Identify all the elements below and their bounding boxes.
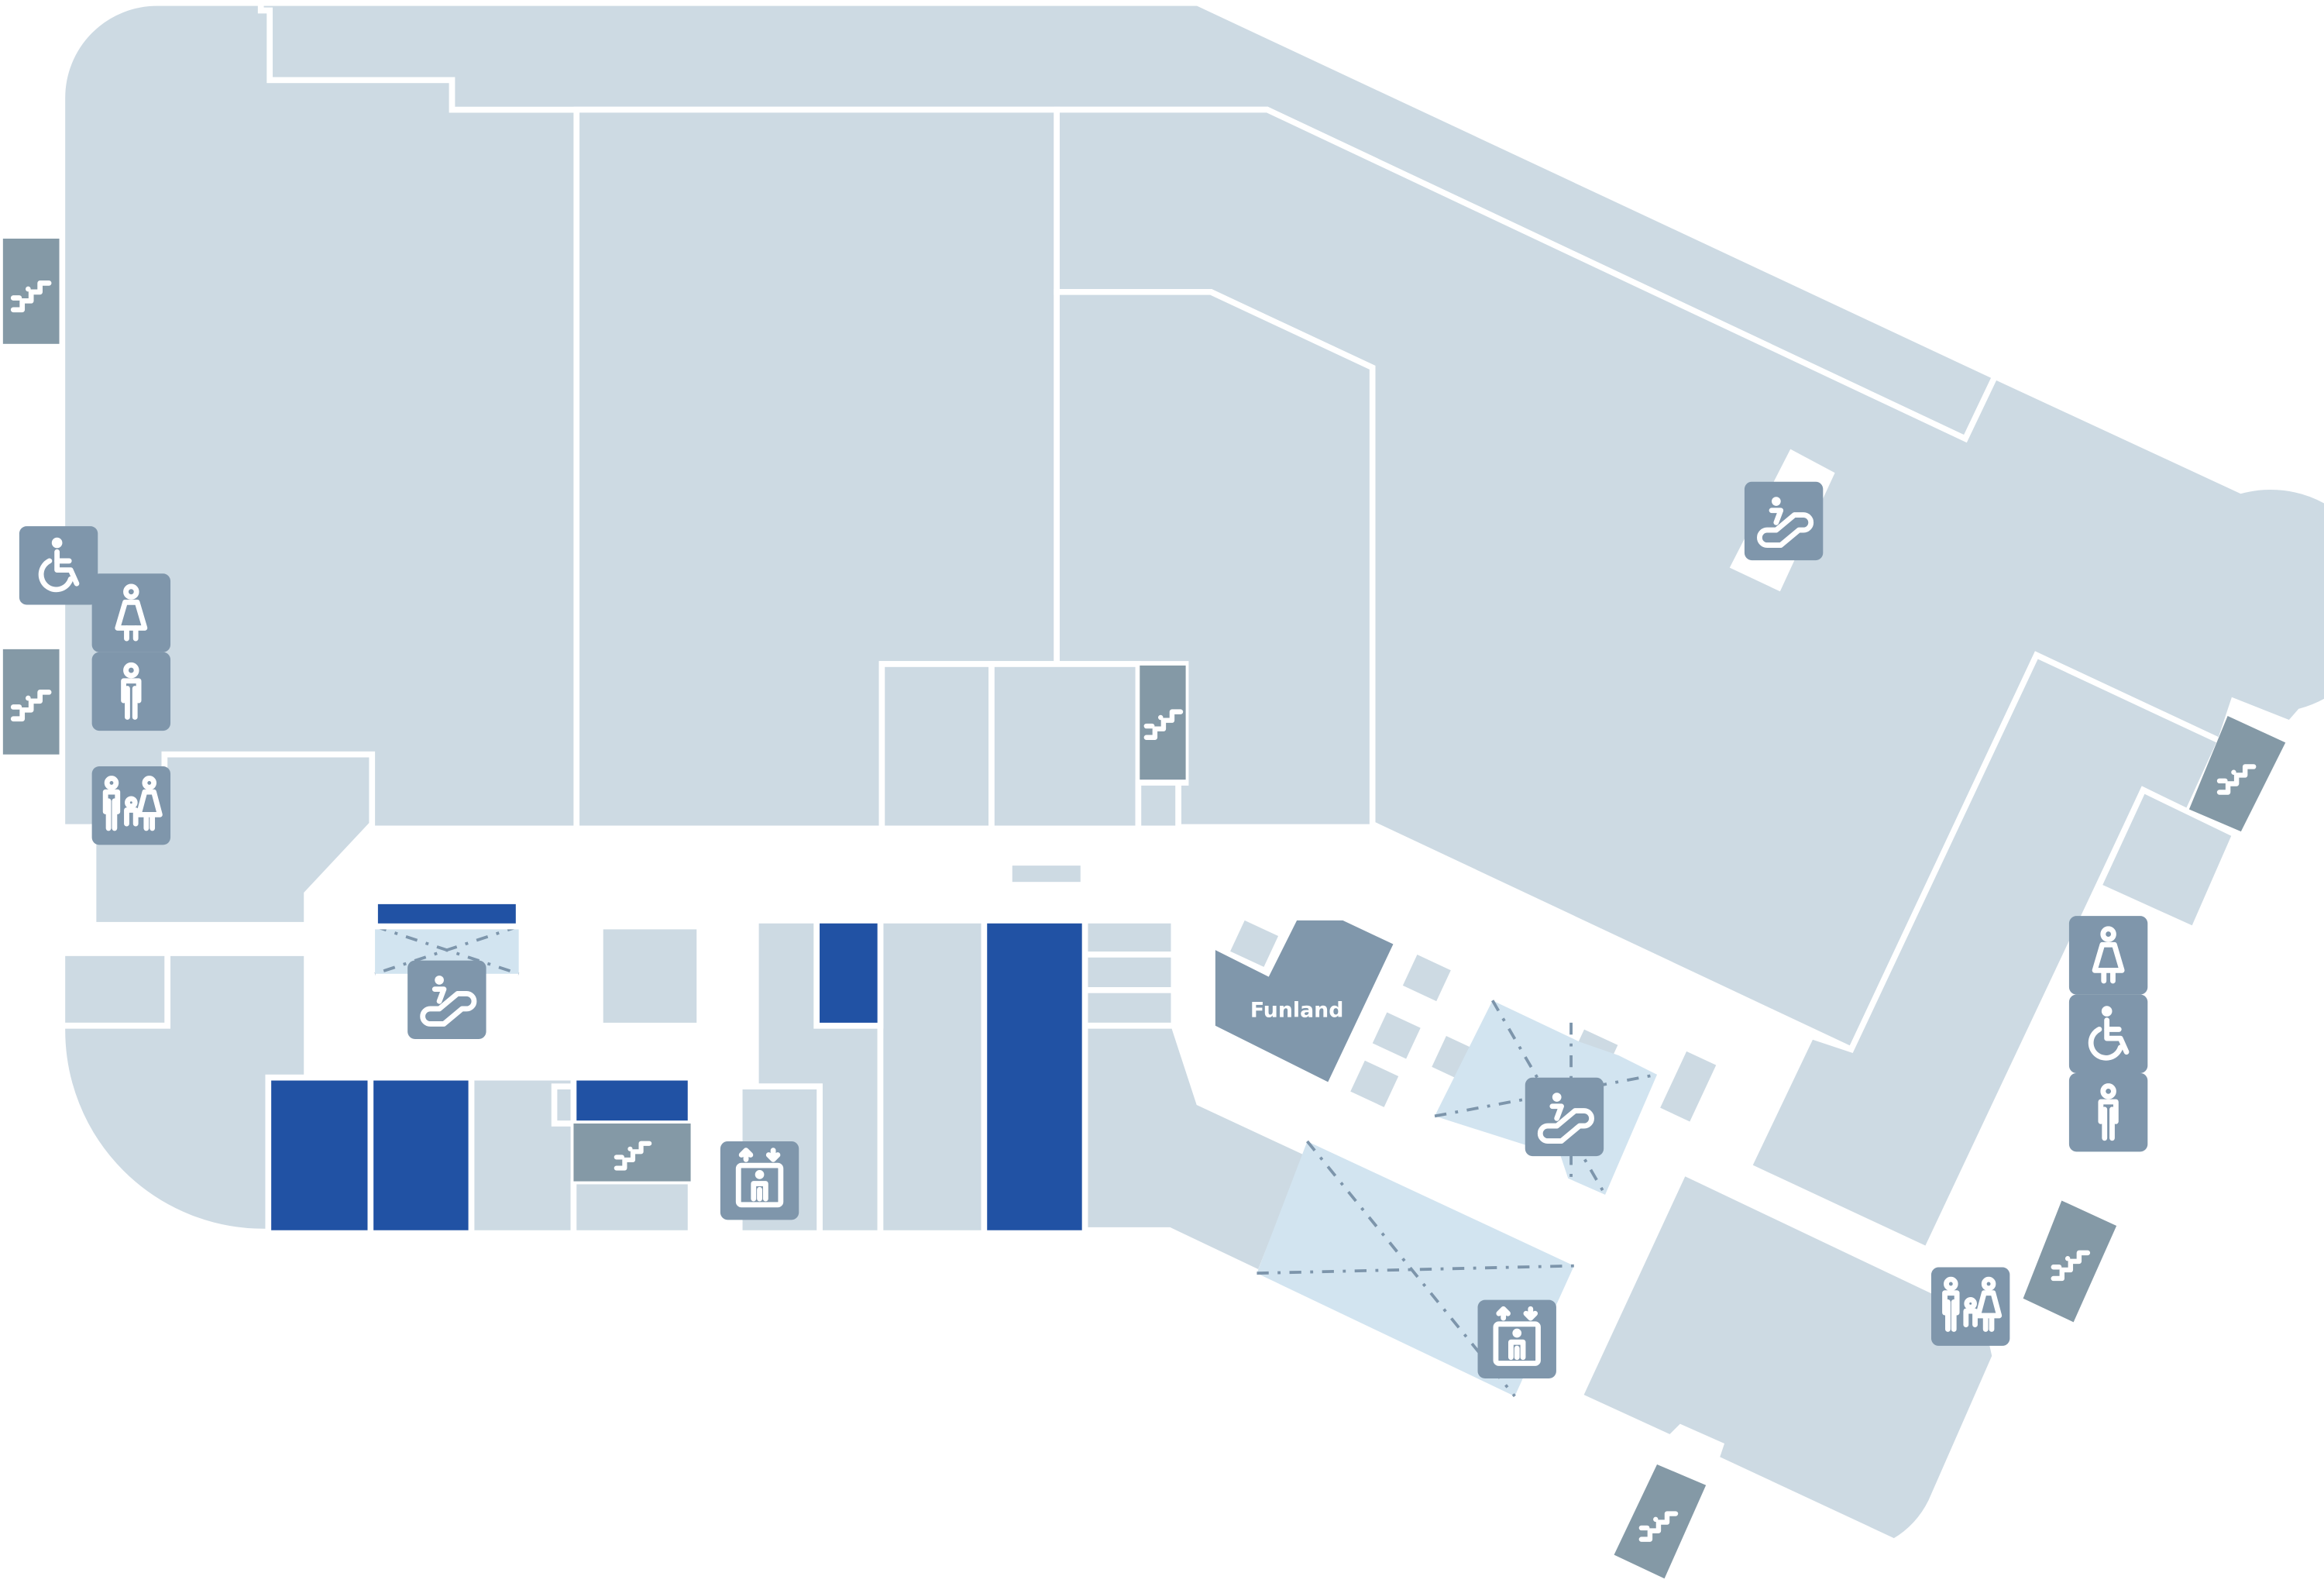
unit-east-corridor[interactable] — [1973, 1169, 2016, 1260]
highlight-unit-sw-a[interactable] — [265, 1074, 374, 1237]
tenancy-units — [59, 0, 2324, 1545]
funland-label: Funland — [1250, 998, 1344, 1022]
highlight-unit-sw-c[interactable] — [570, 1074, 694, 1127]
highlight-unit-mid[interactable] — [813, 917, 884, 1029]
mall-bench — [1006, 859, 1087, 888]
stairs-south-west[interactable] — [573, 1123, 691, 1182]
family-room-icon[interactable] — [1930, 1267, 2010, 1346]
escalator-icon[interactable] — [407, 960, 486, 1039]
unit-south-centre[interactable] — [877, 917, 988, 1237]
stairs-east-top[interactable] — [2188, 715, 2286, 832]
elevator-icon[interactable] — [720, 1141, 799, 1220]
female-toilet-icon[interactable] — [2068, 916, 2148, 995]
highlight-unit-sw-b[interactable] — [367, 1074, 475, 1237]
stairs-north-centre[interactable] — [1140, 665, 1186, 780]
stairwells — [2, 238, 2286, 1579]
unit-south-small-1[interactable] — [1081, 917, 1177, 958]
unit-sw-3[interactable] — [570, 1178, 694, 1237]
unit-shop-n2[interactable] — [988, 661, 1142, 832]
funland-shape — [1215, 920, 1394, 1082]
stairs-south[interactable] — [1614, 1464, 1707, 1579]
escalator-icon[interactable] — [1744, 481, 1824, 561]
unit-south-west-round[interactable] — [59, 950, 310, 1235]
elevator-icon[interactable] — [1477, 1299, 1556, 1379]
facility-icons — [19, 481, 2148, 1379]
unit-shop-n3[interactable] — [1135, 779, 1181, 832]
highlight-unit-tall[interactable] — [981, 917, 1088, 1237]
stairs-west-lower[interactable] — [2, 649, 60, 755]
male-toilet-icon[interactable] — [91, 652, 171, 731]
kiosk-1[interactable] — [1230, 920, 1279, 967]
unit-south-small-2[interactable] — [1081, 952, 1177, 993]
stairs-east-lower[interactable] — [2023, 1200, 2117, 1323]
male-toilet-icon[interactable] — [2068, 1072, 2148, 1152]
highlight-unit-escalator-top[interactable] — [372, 898, 522, 930]
kiosk-7[interactable] — [1660, 1051, 1717, 1122]
unit-west-small[interactable] — [59, 950, 171, 1029]
anchor-funland[interactable]: Funland — [1215, 920, 1394, 1082]
unit-east-small[interactable] — [2095, 786, 2240, 934]
family-room-icon[interactable] — [91, 766, 171, 845]
unit-north-strip[interactable] — [257, 0, 1999, 443]
unit-south-small-3[interactable] — [1081, 987, 1177, 1029]
unit-south-east-anchor[interactable] — [1576, 1168, 1999, 1545]
kiosk-3[interactable] — [1372, 1012, 1421, 1059]
stairs-west-upper[interactable] — [2, 238, 60, 344]
unit-kiosk[interactable] — [597, 923, 703, 1029]
accessible-toilet-icon[interactable] — [19, 526, 98, 605]
accessible-toilet-icon[interactable] — [2068, 994, 2148, 1073]
unit-shop-n1[interactable] — [878, 661, 995, 832]
highlighted-units — [265, 898, 1088, 1237]
kiosk-4[interactable] — [1350, 1060, 1399, 1107]
kiosk-2[interactable] — [1402, 955, 1451, 1002]
escalator-icon[interactable] — [1525, 1077, 1604, 1157]
female-toilet-icon[interactable] — [91, 573, 171, 652]
